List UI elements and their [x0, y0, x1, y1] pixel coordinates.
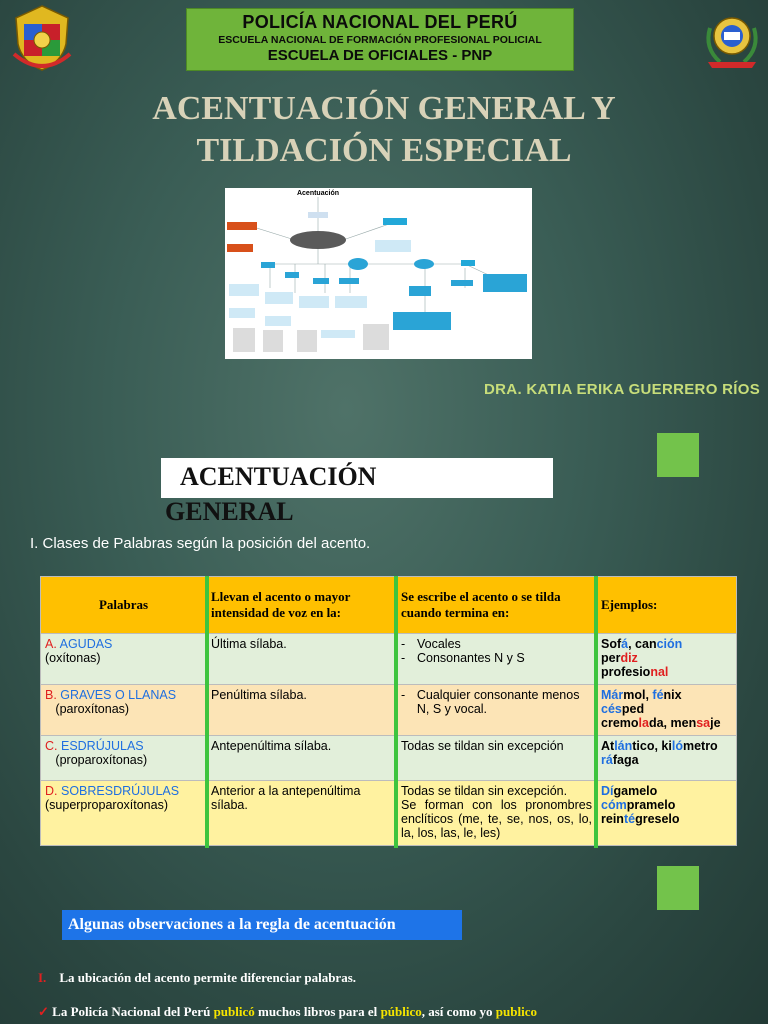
row-letter: D. [45, 784, 58, 798]
word-class-sub: (superproparoxítonas) [45, 798, 168, 812]
header-line2: ESCUELA NACIONAL DE FORMACIÓN PROFESIONA… [218, 34, 542, 46]
table-row: D. SOBRESDRÚJULAS (superproparoxítonas) … [40, 780, 737, 846]
table-header-palabras: Palabras [40, 576, 207, 634]
rule-cell: Todas se tildan sin excepción. Se forman… [396, 780, 597, 846]
row-letter: A. [45, 637, 57, 651]
concept-map-image: Acentuación [225, 188, 532, 359]
accentuation-table: Palabras Llevan el acento o mayor intens… [40, 576, 737, 846]
rule-cell: -Vocales -Consonantes N y S [396, 633, 597, 685]
word-class-name: GRAVES O LLANAS [60, 688, 177, 702]
observation-marker: I. [38, 970, 47, 985]
observations-heading-box [62, 910, 462, 940]
examples-cell: Mármol, fénix césped cremolada, mensaje [596, 684, 737, 736]
rule-cell: Todas se tildan sin excepción [396, 735, 597, 781]
section-title-line2: GENERAL [165, 497, 294, 526]
observations-heading: Algunas observaciones a la regla de acen… [68, 916, 396, 933]
page-title: ACENTUACIÓN GENERAL Y TILDACIÓN ESPECIAL [60, 88, 708, 172]
check-icon: ✓ [38, 1004, 49, 1019]
rule-item: Todas se tildan sin excepción. [401, 784, 568, 798]
row-letter: C. [45, 739, 58, 753]
concept-map-diagram: Acentuación [227, 188, 527, 352]
examples-cell: Sofá, canción perdiz profesional [596, 633, 737, 685]
section-title-line1: ACENTUACIÓN [180, 462, 377, 491]
institution-header: POLICÍA NACIONAL DEL PERÚ ESCUELA NACION… [186, 8, 574, 71]
rule-item: Vocales [417, 637, 461, 651]
example-part: La Policía Nacional del Perú [52, 1004, 214, 1019]
column-separator [594, 576, 598, 848]
stress-cell: Penúltima sílaba. [206, 684, 397, 736]
stress-cell: Antepenúltima sílaba. [206, 735, 397, 781]
section-title-box [161, 458, 553, 498]
word-class-sub: (paroxítonas) [55, 702, 130, 716]
example-highlight: publicó [213, 1004, 255, 1019]
author-name: DRA. KATIA ERIKA GUERRERO RÍOS [484, 381, 760, 398]
pnp-crest-logo [12, 5, 72, 71]
word-class-cell: D. SOBRESDRÚJULAS (superproparoxítonas) [40, 780, 207, 846]
school-crest-logo [706, 17, 758, 68]
examples-cell: Dígamelo cómpramelo reintégreselo [596, 780, 737, 846]
observation-text: La ubicación del acento permite diferenc… [59, 970, 357, 985]
word-class-sub: (oxítonas) [45, 651, 101, 665]
decorative-green-bar-bottom [657, 866, 699, 910]
header-line1: POLICÍA NACIONAL DEL PERÚ [242, 12, 518, 32]
concept-map-heading: Acentuación [297, 190, 339, 197]
example-part: , así como yo [421, 1004, 496, 1019]
word-class-sub: (proparoxítonas) [55, 753, 148, 767]
rule-item: Cualquier consonante menos N, S y vocal. [416, 688, 580, 716]
table-row: B. GRAVES O LLANAS (paroxítonas) Penúlti… [40, 684, 737, 736]
table-header-row: Palabras Llevan el acento o mayor intens… [40, 576, 737, 634]
word-class-name: AGUDAS [59, 637, 113, 651]
rule-item: Se forman con los pronombres enclíticos … [401, 798, 592, 840]
header-line3: ESCUELA DE OFICIALES - PNP [267, 47, 493, 64]
stress-cell: Última sílaba. [206, 633, 397, 685]
word-class-cell: A. AGUDAS (oxítonas) [40, 633, 207, 685]
column-separator [205, 576, 209, 848]
word-class-cell: B. GRAVES O LLANAS (paroxítonas) [40, 684, 207, 736]
example-highlight: público [380, 1004, 422, 1019]
table-row: C. ESDRÚJULAS (proparoxítonas) Antepenúl… [40, 735, 737, 781]
page-title-line2: TILDACIÓN ESPECIAL [196, 132, 572, 169]
word-class-name: SOBRESDRÚJULAS [60, 784, 180, 798]
observation-example: ✓ La Policía Nacional del Perú publicó m… [38, 1004, 537, 1020]
table-header-rule: Se escribe el acento o se tilda cuando t… [396, 576, 597, 634]
rule-item: Consonantes N y S [417, 651, 525, 665]
word-class-name: ESDRÚJULAS [60, 739, 144, 753]
example-part: muchos libros para el [254, 1004, 381, 1019]
table-header-examples: Ejemplos: [596, 576, 737, 634]
section-subheading: I. Clases de Palabras según la posición … [30, 535, 371, 552]
stress-cell: Anterior a la antepenúltima sílaba. [206, 780, 397, 846]
examples-cell: Atlántico, kilómetro ráfaga [596, 735, 737, 781]
observation-item: I. La ubicación del acento permite difer… [38, 970, 356, 986]
word-class-cell: C. ESDRÚJULAS (proparoxítonas) [40, 735, 207, 781]
table-header-stress: Llevan el acento o mayor intensidad de v… [206, 576, 397, 634]
decorative-green-bar-top [657, 433, 699, 477]
rule-cell: -Cualquier consonante menos N, S y vocal… [396, 684, 597, 736]
table-row: A. AGUDAS (oxítonas) Última sílaba. -Voc… [40, 633, 737, 685]
column-separator [394, 576, 398, 848]
page-title-line1: ACENTUACIÓN GENERAL Y [152, 90, 616, 127]
example-highlight: publico [495, 1004, 537, 1019]
row-letter: B. [45, 688, 57, 702]
